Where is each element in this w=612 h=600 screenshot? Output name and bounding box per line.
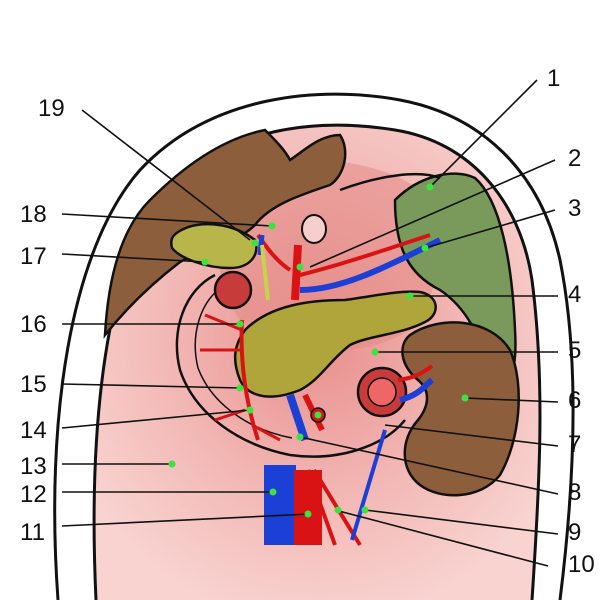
label-7: 7 xyxy=(568,431,581,458)
duodenal-bulb xyxy=(213,270,253,310)
marker-dot-2 xyxy=(296,263,304,271)
marker-dot-5 xyxy=(371,348,379,356)
marker-dot-19 xyxy=(251,239,259,247)
leader-line-2 xyxy=(309,159,556,268)
celiac-trunk xyxy=(291,244,302,301)
leader-line-7 xyxy=(384,424,559,447)
leader-line-6 xyxy=(464,397,559,403)
leader-line-18 xyxy=(61,213,273,227)
superior-mesenteric-vein xyxy=(286,393,309,442)
renal-vein xyxy=(399,377,434,403)
marker-dot-9 xyxy=(361,506,369,514)
marker-dot-1 xyxy=(426,183,434,191)
leader-line-10 xyxy=(334,509,549,567)
leader-line-3 xyxy=(424,209,556,249)
marker-dot-17 xyxy=(201,258,209,266)
marker-dot-16 xyxy=(236,320,244,328)
gallbladder xyxy=(170,222,258,270)
bile-duct xyxy=(260,244,270,301)
leader-line-17 xyxy=(61,253,206,263)
marker-dot-14 xyxy=(246,406,254,414)
splenic-vein xyxy=(299,237,442,293)
label-19: 19 xyxy=(38,95,65,122)
leader-line-9 xyxy=(364,509,559,535)
marker-dot-7 xyxy=(314,411,322,419)
label-10: 10 xyxy=(568,551,595,578)
label-17: 17 xyxy=(20,243,47,270)
marker-dot-13 xyxy=(168,460,176,468)
leader-line-8 xyxy=(299,436,559,495)
label-3: 3 xyxy=(568,195,581,222)
renal-artery xyxy=(397,364,434,382)
stomach-wall xyxy=(339,173,441,192)
label-12: 12 xyxy=(20,481,47,508)
pancreas xyxy=(233,290,437,398)
aorta xyxy=(294,470,322,545)
leader-line-11 xyxy=(61,513,311,527)
label-1: 1 xyxy=(547,65,560,92)
mesenteric-artery xyxy=(306,469,337,546)
mesenteric-vein xyxy=(350,429,387,541)
label-6: 6 xyxy=(568,387,581,414)
marker-dot-15 xyxy=(236,384,244,392)
leader-line-19 xyxy=(81,109,251,241)
label-13: 13 xyxy=(20,453,47,480)
inferior-vena-cava xyxy=(264,465,296,545)
leader-line-1 xyxy=(429,79,538,188)
portal-vein xyxy=(257,234,265,256)
marker-dot-10 xyxy=(334,506,342,514)
label-8: 8 xyxy=(568,479,581,506)
leader-line-14 xyxy=(61,409,251,429)
label-2: 2 xyxy=(568,145,581,172)
marker-dot-3 xyxy=(421,244,429,252)
label-9: 9 xyxy=(568,519,581,546)
splenic-artery xyxy=(299,233,431,277)
label-4: 4 xyxy=(568,281,581,308)
pancreaticoduodenal-branch-4 xyxy=(251,423,281,442)
marker-dot-6 xyxy=(461,394,469,402)
label-14: 14 xyxy=(20,417,47,444)
marker-dot-18 xyxy=(268,222,276,230)
marker-dot-11 xyxy=(304,510,312,518)
label-15: 15 xyxy=(20,371,47,398)
pancreaticoduodenal-branch-1 xyxy=(204,313,243,332)
label-11: 11 xyxy=(20,519,45,546)
leader-line-15 xyxy=(61,383,241,389)
label-16: 16 xyxy=(20,311,47,338)
marker-dot-12 xyxy=(269,488,277,496)
jejunum-lumen xyxy=(367,377,397,407)
portal-ring xyxy=(301,214,327,244)
label-5: 5 xyxy=(568,337,581,364)
label-18: 18 xyxy=(20,201,47,228)
marker-dot-8 xyxy=(296,433,304,441)
marker-dot-4 xyxy=(406,292,414,300)
